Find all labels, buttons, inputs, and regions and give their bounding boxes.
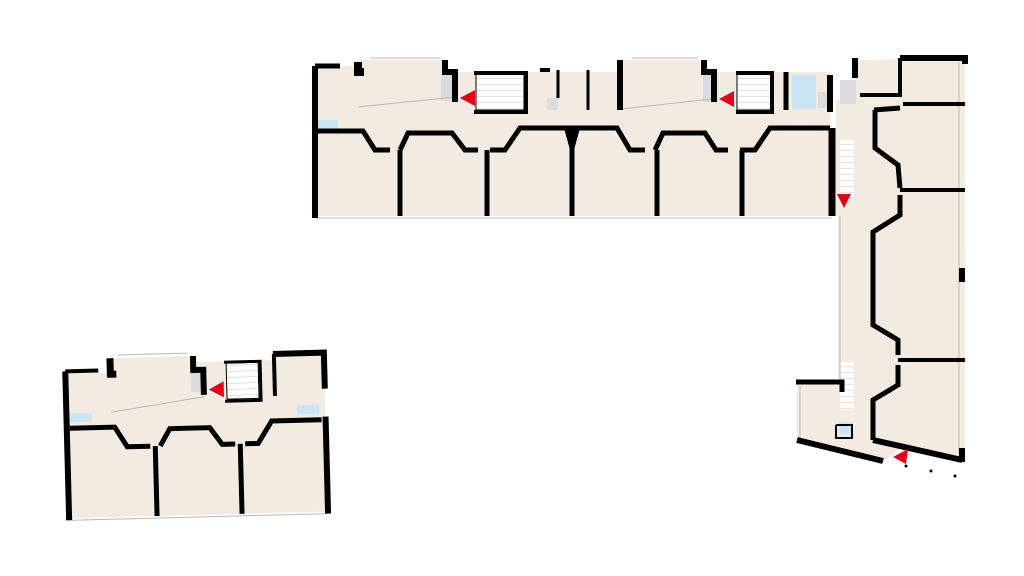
window-line [117, 352, 188, 356]
walls [312, 60, 836, 218]
sliding-partition [357, 96, 456, 108]
wet-room [69, 412, 92, 423]
staircase-icon [840, 140, 854, 200]
wet-room [792, 75, 816, 109]
east-wing [796, 55, 968, 478]
entrance-arrow-icon [719, 91, 734, 107]
entrance-arrow-icon [893, 449, 908, 464]
staircase-icon [475, 73, 525, 111]
detached-building [62, 349, 332, 521]
service-room [190, 371, 201, 393]
entrance-arrow-icon [208, 381, 224, 398]
sliding-partition [621, 98, 713, 110]
main-wing [312, 57, 836, 219]
window-line [72, 513, 329, 521]
walls [62, 349, 332, 521]
service-room [818, 92, 828, 108]
service-room [840, 80, 856, 104]
walls [796, 55, 968, 464]
bollard [904, 464, 908, 468]
bollard [929, 469, 933, 473]
sliding-partition [111, 396, 205, 413]
staircase-icon [225, 361, 260, 400]
wet-room [297, 404, 320, 415]
entrance-arrow-icon [837, 194, 851, 208]
bollard [953, 474, 957, 478]
service-room [441, 75, 454, 101]
service-room [547, 98, 558, 110]
staircase-icon [840, 362, 854, 410]
staircase-icon [736, 73, 772, 111]
wet-room [839, 422, 853, 434]
service-room [703, 75, 714, 102]
wet-room [316, 120, 338, 130]
entrance-arrow-icon [460, 90, 475, 106]
